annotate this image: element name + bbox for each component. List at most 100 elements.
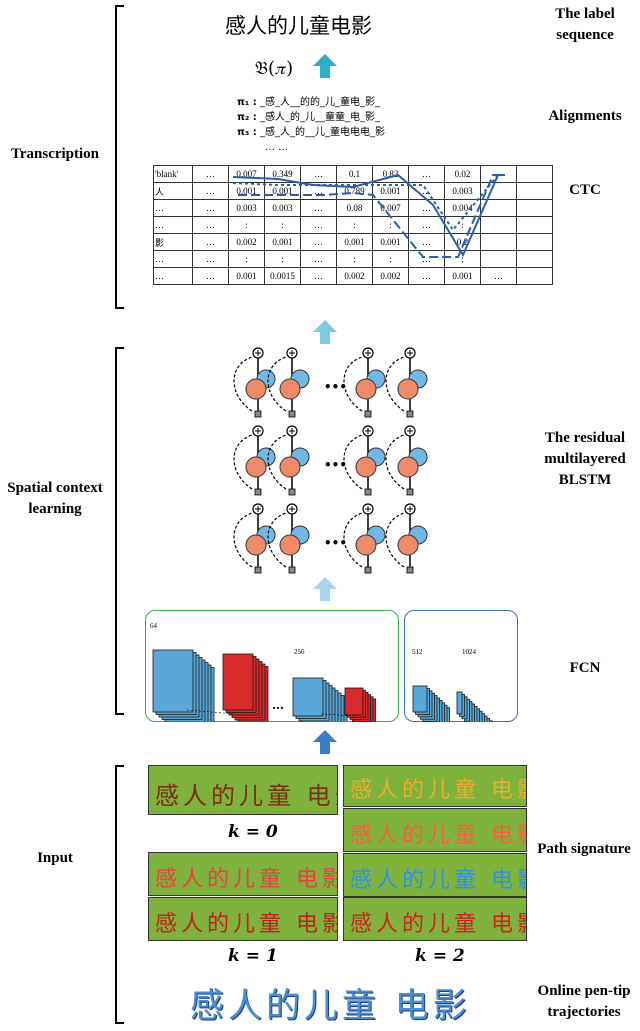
signature-strip-k1a: 感人的儿童 电影 — [148, 852, 338, 896]
alignment-row: π₂ : _感人_的_儿__童童_电_影_ — [237, 112, 380, 123]
up-arrow-blstm — [313, 577, 337, 601]
blstm-ellipsis: ••• — [324, 458, 347, 472]
up-arrow-fcn — [313, 730, 337, 754]
ctc-cell — [516, 199, 553, 217]
blstm-node-forward — [279, 378, 301, 400]
blstm-recurrent-arrow — [233, 356, 253, 412]
blstm-input-node — [288, 488, 296, 496]
blstm-input-node — [364, 566, 372, 574]
up-arrow-ctc — [313, 320, 337, 344]
fcn-pool-layer — [222, 653, 254, 711]
signature-strip-k2a: 感人的儿童 电影 — [343, 765, 527, 807]
blstm-input-node — [406, 410, 414, 418]
ctc-cell: … — [480, 267, 517, 285]
blstm-node-forward — [355, 534, 377, 556]
transcription-label: Transcription — [10, 146, 100, 162]
blstm-recurrent-arrow — [343, 356, 363, 412]
fcn-conv-layer — [292, 677, 324, 717]
blstm-ellipsis: ••• — [324, 536, 347, 550]
spatial-context-label: Spatial context learning — [7, 480, 103, 517]
residual-blstm-label: The residual multilayered BLSTM — [544, 430, 626, 488]
input-bracket — [115, 765, 124, 1024]
k1-label: k = 1 — [228, 946, 278, 966]
fcn-layers — [152, 649, 493, 722]
alignment-row: π₁ : _感_人__的的_儿_童电_影_ — [237, 97, 380, 108]
blstm-recurrent-arrow — [267, 434, 287, 490]
blstm-node-forward — [279, 534, 301, 556]
signature-strip-k1b: 感人的儿童 电影 — [148, 897, 338, 941]
blstm-input-node — [364, 488, 372, 496]
ctc-cell — [516, 216, 553, 234]
ctc-cell: 0.002 — [336, 267, 373, 285]
fcn-dots: … — [272, 698, 284, 712]
fcn-green-box — [145, 610, 399, 722]
blstm-input-node — [406, 488, 414, 496]
ctc-cell: … — [408, 267, 445, 285]
pen-tip-trajectory: 感人的儿童 电影 — [190, 986, 471, 1026]
blstm-input-node — [406, 566, 414, 574]
blstm-recurrent-arrow — [343, 512, 363, 568]
k0-label: k = 0 — [228, 822, 278, 842]
blstm-recurrent-arrow — [385, 356, 405, 412]
label-sequence-text: 感人的儿童电影 — [225, 14, 372, 38]
fcn-pool-layer — [344, 687, 364, 716]
blstm-node-forward — [397, 378, 419, 400]
signature-strip-k2b: 感人的儿童 电影 — [343, 808, 527, 852]
blstm-recurrent-arrow — [267, 512, 287, 568]
blstm-ellipsis: ••• — [324, 380, 347, 394]
blstm-input-node — [254, 566, 262, 574]
blstm-input-node — [364, 410, 372, 418]
signature-strip-k2c: 感人的儿童 电影 — [343, 853, 527, 897]
ctc-label: CTC — [569, 182, 601, 198]
path-signature-label: Path signature — [537, 841, 631, 857]
fcn-blue-box — [404, 610, 518, 722]
blstm-node-forward — [245, 456, 267, 478]
ctc-cell — [516, 182, 553, 200]
up-arrow-top — [313, 54, 337, 78]
signature-strip-k0: 感人的儿童 电影 — [148, 765, 338, 815]
alignments-list: π₁ : _感_人__的的_儿_童电_影_ π₂ : _感人_的_儿__童童_电… — [237, 95, 385, 155]
blstm-recurrent-arrow — [343, 434, 363, 490]
ctc-cell — [516, 233, 553, 251]
alignments-label: Alignments — [548, 108, 622, 124]
fcn-conv-layer — [456, 691, 463, 715]
fcn-1024-label: 1024 — [462, 648, 476, 656]
fcn-conv-layer — [412, 685, 428, 713]
b-pi-text: 𝔅(𝜋) — [255, 58, 294, 79]
input-label: Input — [37, 850, 73, 866]
blstm-node-forward — [279, 456, 301, 478]
ctc-paths — [232, 173, 505, 258]
blstm-recurrent-arrow — [267, 356, 287, 412]
ctc-row: ……::…::…: — [153, 250, 553, 268]
alignment-row: π₃ : _感_人_的__儿_童电电电_影 — [237, 127, 385, 138]
ctc-cell — [516, 250, 553, 268]
fcn-512-label: 512 — [412, 648, 423, 656]
ctc-cell — [516, 165, 553, 183]
fcn-projection-line — [320, 713, 356, 717]
blstm-node-forward — [245, 534, 267, 556]
label-sequence-label: The label sequence — [555, 6, 615, 43]
fcn-label: FCN — [569, 660, 601, 676]
k2-label: k = 2 — [415, 946, 465, 966]
blstm-input-node — [288, 566, 296, 574]
fcn-64-label: 64 — [150, 622, 157, 630]
blstm-network: ••• ••• ••• — [233, 347, 428, 574]
blstm-node-forward — [355, 378, 377, 400]
blstm-input-node — [288, 410, 296, 418]
spatial-bracket — [115, 347, 124, 715]
fcn-projection-line — [186, 709, 236, 715]
blstm-node-forward — [245, 378, 267, 400]
blstm-recurrent-arrow — [385, 434, 405, 490]
blstm-node-forward — [397, 534, 419, 556]
fcn-256-label: 256 — [294, 648, 305, 656]
blstm-recurrent-arrow — [233, 512, 253, 568]
signature-strip-k2d: 感人的儿童 电影 — [343, 897, 527, 941]
fcn-conv-layer — [152, 649, 194, 713]
blstm-node-forward — [355, 456, 377, 478]
blstm-recurrent-arrow — [385, 512, 405, 568]
blstm-recurrent-arrow — [233, 434, 253, 490]
blstm-node-forward — [397, 456, 419, 478]
blstm-input-node — [254, 410, 262, 418]
transcription-bracket — [115, 5, 124, 309]
